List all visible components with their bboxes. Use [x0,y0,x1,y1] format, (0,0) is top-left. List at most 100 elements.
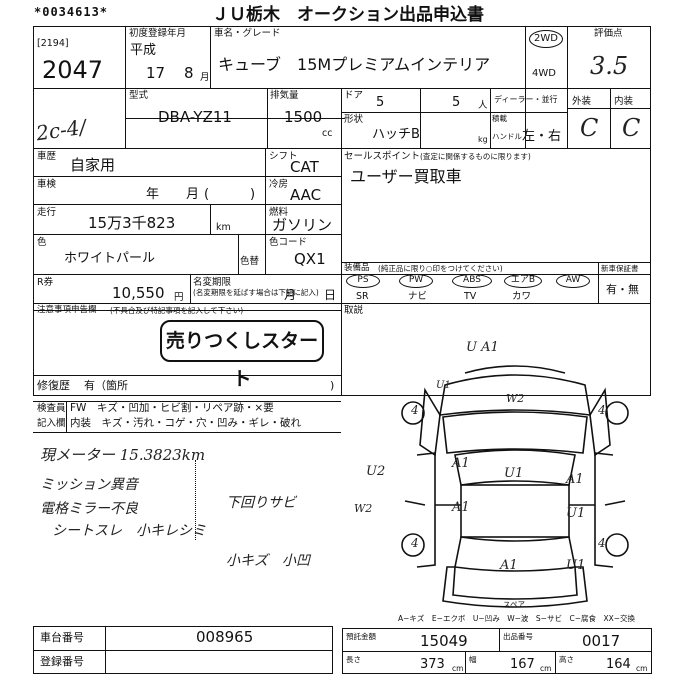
sheet-title: ＪＵ栃木 オークション出品申込書 [212,5,484,25]
notes-label: 注意事項申告欄 [37,305,97,315]
capacity-value: 5 [452,95,461,110]
doors-value: 5 [376,95,385,110]
car-name-value: キューブ 15Mプレミアムインテリア [218,55,491,74]
sub-no-value: 0017 [582,632,621,650]
inspector-line1: FW キズ・凹加・ヒビ割・リペア跡・×要 [70,402,274,414]
equip-pw: PW [399,274,433,288]
fuel-label: 燃料 [269,207,289,218]
col-line [210,204,211,234]
col-line [499,628,500,651]
inspector-line2-label: 記入欄 [37,418,66,429]
aircon-value: AAC [290,186,322,204]
inspector-line2: 内装 キズ・汚れ・コゲ・穴・凹み・ギレ・破れ [70,417,301,429]
model-label: 型式 [129,90,149,101]
mileage-label: 走行 [37,207,57,218]
manual-label: 新車保証書 [601,264,639,273]
sub-no-label: 出品番号 [503,632,533,641]
exterior-value: C [580,114,599,142]
shift-label: シフト [269,151,298,162]
repair-value: 有（箇所 [84,379,128,392]
col-line [420,88,421,148]
usage-label: 車歴 [37,151,57,162]
grade-label: 評価点 [594,28,623,39]
damage-legend: A−キズ E−エクボ U−凹み W−波 S−サビ C−腐食 XX−交換 [398,614,636,623]
row-line [125,118,345,119]
recycle-value: 10,550 [112,284,165,302]
name-change-label: 名変期限 [193,277,232,288]
height-label: 高さ [559,655,574,664]
row-line [33,303,651,304]
handle-label: ハンドル [492,132,522,141]
displacement-value: 1500 [284,108,323,126]
equip-ps: PS [346,274,380,288]
body-type-value: ハッチB [372,127,420,142]
reg-no-label: 車台番号 [40,631,84,644]
col-line [567,26,568,148]
body-type-label: 形状 [344,114,364,125]
col-line [125,26,126,148]
drive-2wd: 2WD [529,30,563,48]
equipment-note: (純正品に限り○印をつけてください) [378,264,503,273]
shift-value: CAT [290,158,319,176]
dealer-label: ディーラー・並行 [494,95,558,104]
drive-4wd: 4WD [532,68,556,79]
diagram-mark: A1 [452,500,470,515]
reg-no-value: 008965 [196,628,254,646]
row-line [33,148,651,149]
col-line [195,460,196,540]
col-line [66,401,67,432]
first-reg-label: 初度登録年月 [129,28,187,39]
col-line [265,148,266,274]
interior-label: 内装 [614,96,634,107]
spare-label: スペア [503,600,525,609]
hand-line-5: 下回りサビ [226,495,296,511]
inspection-label: 車検 [37,179,57,190]
hand-line-4: シートスレ 小キレシミ [52,523,206,539]
diagram-mark: W2 [354,502,373,515]
color-value: ホワイトパール [64,251,156,266]
diagram-mark: A1 [566,472,584,487]
first-reg-year: 17 [146,64,166,82]
row-line [33,204,341,205]
car-diagram [401,365,629,608]
name-change-month: 月 [284,288,297,302]
handle-value: 左・右 [522,129,562,144]
diagram-mark: U1 [436,380,451,391]
col-line [490,88,491,148]
tire-mark: 4 [598,403,606,417]
row-line [33,310,341,311]
color-code-value: QX1 [294,250,326,268]
car-name-label: 車名・グレード [214,28,281,39]
inspection-paren: ( [204,187,210,202]
row-line [341,262,651,263]
height-value: 164 [606,657,631,672]
equip-tv: TV [464,291,477,302]
mileage-value: 15万3千823 [88,214,176,232]
diagram-mark: U1 [504,466,524,481]
selling-points-label: セールスポイント [344,151,421,162]
hand-line-3: 電格ミラー不良 [40,501,138,517]
inspection-paren-close: ) [250,187,256,202]
width-value: 167 [510,657,535,672]
color-change-label: 色替 [240,256,260,267]
first-reg-month-unit: 月 [200,72,210,83]
repair-close: ) [330,379,335,392]
col-line [190,274,191,303]
aircon-label: 冷房 [269,179,289,190]
col-line [465,651,466,674]
notes-note: (不具合及び特記事項を記入して下さい) [110,306,244,315]
sheet-number: *0034613* [34,5,109,19]
repair-label: 修復歴 [37,379,70,392]
row-line [33,234,341,235]
row-line [33,401,341,402]
mileage-unit: km [216,222,231,233]
inspection-month-unit: 月 [186,187,200,202]
color-code-label: 色コード [269,237,308,248]
col-line [267,88,268,148]
usage-value: 自家用 [70,156,116,174]
row-line [33,650,333,651]
row-line [567,108,651,109]
equip-sr: SR [356,291,369,302]
recycle-box-value: 15049 [420,632,468,650]
tire-mark: 4 [411,403,419,417]
